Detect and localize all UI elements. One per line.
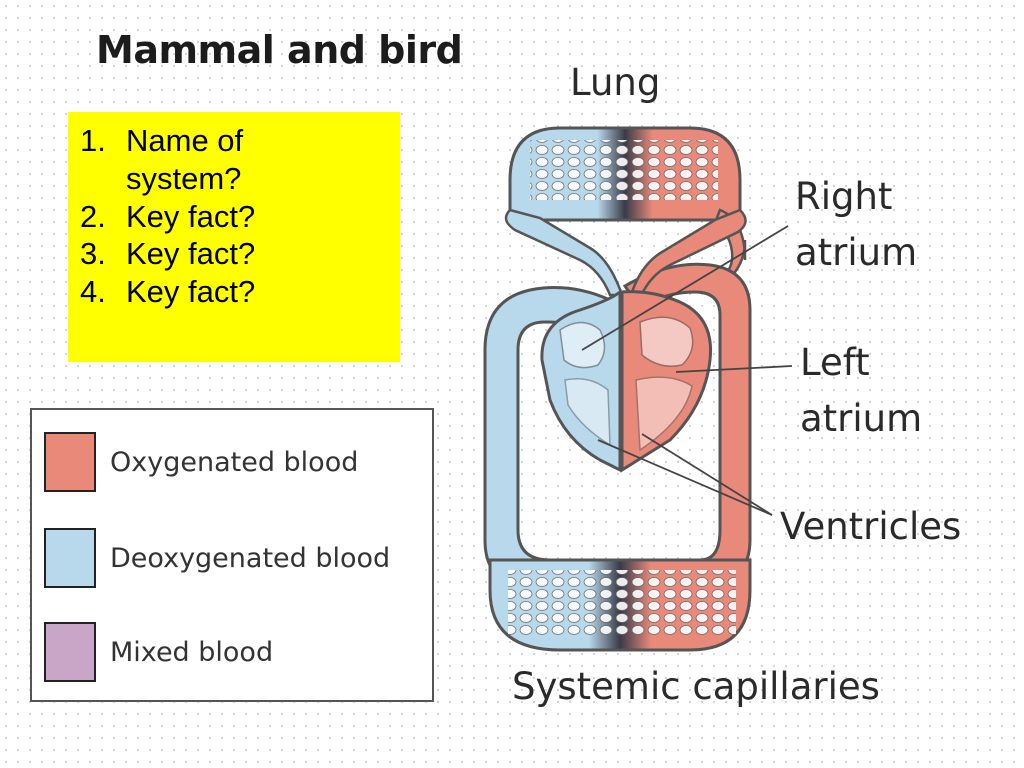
leader-ventricle-right xyxy=(597,439,773,516)
leader-left-atrium xyxy=(675,365,793,373)
question-text: Key fact? xyxy=(126,274,256,310)
question-number: 4. xyxy=(80,274,106,310)
label-right-atrium-line2: atrium xyxy=(795,231,918,274)
question-number: 3. xyxy=(80,236,106,272)
question-box: 1. Name of system? 2. Key fact? 3. Key f… xyxy=(68,112,400,362)
legend-label: Oxygenated blood xyxy=(110,446,359,478)
question-item: 1. Name of system? xyxy=(80,122,390,198)
question-item: 2. Key fact? xyxy=(80,198,390,236)
circulation-diagram xyxy=(483,126,793,652)
leader-ventricle-left xyxy=(641,433,773,516)
question-number: 1. xyxy=(80,123,106,158)
right-atrium xyxy=(559,321,606,369)
page-title: Mammal and bird xyxy=(96,28,463,72)
legend-item-mixed: Mixed blood xyxy=(44,620,273,684)
legend-label: Mixed blood xyxy=(110,636,274,668)
legend-swatch-oxygenated xyxy=(44,432,96,492)
left-atrium xyxy=(639,316,694,367)
question-item: 4. Key fact? xyxy=(80,273,390,311)
legend-label: Deoxygenated blood xyxy=(110,542,391,574)
legend-item-oxygenated: Oxygenated blood xyxy=(44,430,358,494)
question-text: Key fact? xyxy=(126,198,256,234)
label-left-atrium-line2: atrium xyxy=(800,397,923,440)
lung-capillary-bed xyxy=(508,126,742,222)
label-systemic-capillaries: Systemic capillaries xyxy=(512,665,880,708)
legend: Oxygenated blood Deoxygenated blood Mixe… xyxy=(30,408,434,702)
question-text: Name of system? xyxy=(126,123,244,196)
label-ventricles: Ventricles xyxy=(780,505,962,548)
label-lung: Lung xyxy=(570,61,661,104)
question-number: 2. xyxy=(80,198,106,234)
pulmonary-vein xyxy=(628,208,747,300)
label-right-atrium-line1: Right xyxy=(795,175,893,218)
leader-right-atrium xyxy=(581,225,789,351)
legend-item-deoxygenated: Deoxygenated blood xyxy=(44,526,390,590)
pulmonary-artery xyxy=(504,208,624,297)
legend-swatch-deoxygenated xyxy=(44,528,96,588)
systemic-capillary-bed xyxy=(488,558,752,652)
label-left-atrium-line1: Left xyxy=(800,341,870,384)
left-ventricle xyxy=(635,376,693,452)
question-text: Key fact? xyxy=(126,236,256,272)
legend-swatch-mixed xyxy=(44,622,96,682)
question-item: 3. Key fact? xyxy=(80,235,390,273)
